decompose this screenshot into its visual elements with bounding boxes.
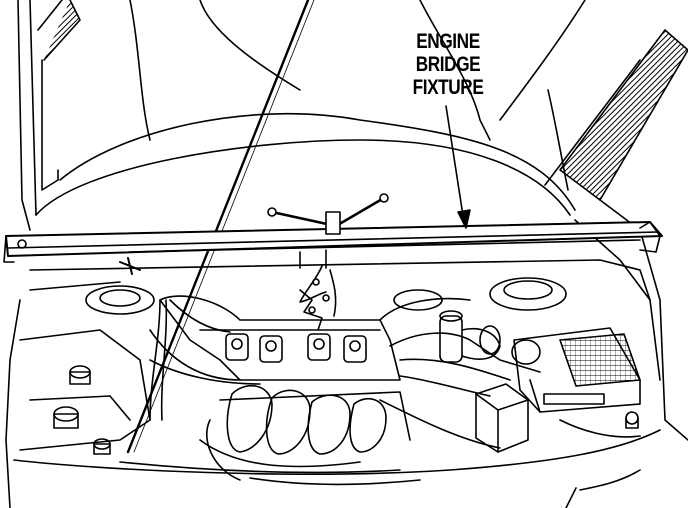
callout-arrow — [446, 106, 470, 228]
engine-bay-structure — [14, 260, 660, 474]
bottom-cable — [120, 462, 420, 484]
throttle-body — [440, 311, 500, 362]
open-hood — [36, 0, 585, 215]
engine-bridge-fixture-label: ENGINE BRIDGE FIXTURE — [399, 30, 497, 99]
callout-line-3: FIXTURE — [412, 76, 484, 99]
callout-line-2: BRIDGE — [415, 53, 481, 76]
hoses-and-wiring — [150, 290, 540, 480]
left-components — [54, 366, 110, 454]
hood-prop-rod — [128, 0, 314, 452]
right-fender — [545, 30, 688, 440]
engine-block — [150, 296, 400, 380]
right-components — [560, 412, 640, 508]
relay-box — [476, 384, 528, 452]
callout-line-1: ENGINE — [416, 30, 480, 53]
left-fender — [6, 0, 80, 508]
lifting-chain — [300, 266, 336, 330]
air-filter-housing — [512, 328, 640, 412]
intake-manifold — [200, 386, 410, 467]
bridge-crossbar — [268, 194, 388, 234]
